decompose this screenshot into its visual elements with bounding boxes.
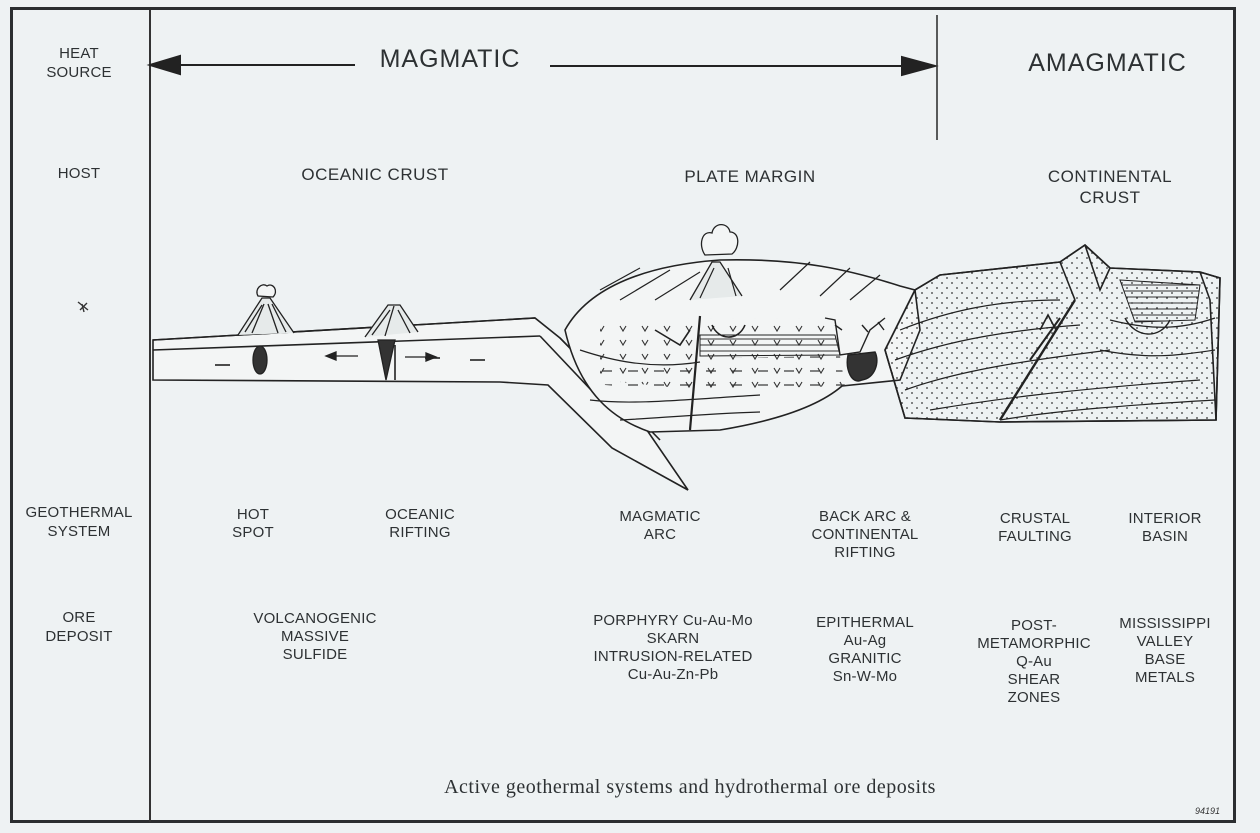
figure-stamp: 94191 [1195,806,1221,816]
diagram-frame [10,7,1236,823]
ore-volcanogenic-massive-sulfide: VOLCANOGENIC MASSIVE SULFIDE [253,610,377,663]
magmatic-arrow [146,54,939,77]
heat-source-amagmatic: AMAGMATIC [1028,49,1187,77]
geothermal-crustal-faulting: CRUSTAL FAULTING [998,510,1072,545]
continental-crust-block [884,243,1221,423]
hot-spot-volcano [237,284,295,375]
row-label-geothermal-system: GEOTHERMAL SYSTEM [25,504,133,540]
host-continental-crust: CONTINENTAL CRUST [1047,167,1173,207]
geothermal-hot-spot: HOT SPOT [232,506,274,541]
geothermal-back-arc-rifting: BACK ARC & CONTINENTAL RIFTING [811,508,919,561]
row-label-ore-deposit: ORE DEPOSIT [45,609,113,645]
ore-epithermal-granitic: EPITHERMAL Au-Ag GRANITIC Sn-W-Mo [816,614,914,685]
row-label-heat-source: HEAT SOURCE [46,45,112,81]
ore-post-metamorphic: POST- METAMORPHIC Q-Au SHEAR ZONES [977,617,1091,706]
star-mark [77,301,89,313]
back-arc-rift [824,317,886,382]
host-oceanic-crust: OCEANIC CRUST [301,165,449,184]
magmatic-arc-block [564,223,921,433]
label-column-divider [149,10,151,822]
ore-mississippi-valley: MISSISSIPPI VALLEY BASE METALS [1119,615,1211,686]
geothermal-oceanic-rifting: OCEANIC RIFTING [385,506,455,541]
figure-caption: Active geothermal systems and hydrotherm… [444,776,936,798]
heat-source-magmatic: MAGMATIC [379,45,521,73]
host-plate-margin: PLATE MARGIN [684,167,816,186]
row-label-host: HOST [57,165,101,182]
geothermal-magmatic-arc: MAGMATIC ARC [619,508,701,543]
oceanic-rift [324,304,438,381]
geothermal-interior-basin: INTERIOR BASIN [1128,510,1202,545]
ore-porphyry-skarn: PORPHYRY Cu-Au-Mo SKARN INTRUSION-RELATE… [593,612,753,683]
